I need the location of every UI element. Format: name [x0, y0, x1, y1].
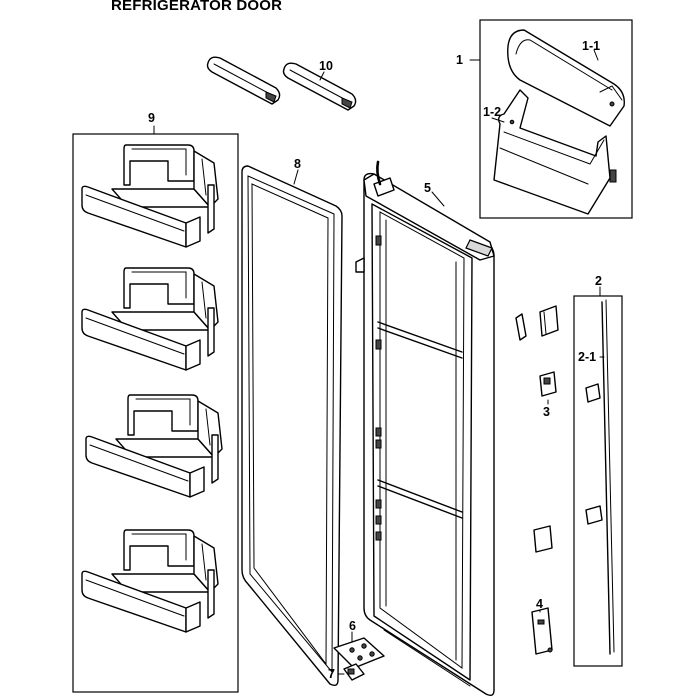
- door-bin-1: [81, 144, 219, 248]
- callout-4: 4: [536, 597, 543, 611]
- hinge-cap: [343, 663, 365, 681]
- callout-10: 10: [319, 59, 333, 73]
- callout-3: 3: [543, 405, 550, 419]
- callout-2: 2: [595, 274, 602, 288]
- bin-cover-right: [282, 62, 357, 111]
- door-strip: [601, 299, 615, 655]
- callout-5: 5: [424, 181, 431, 195]
- callout-6: 6: [349, 619, 356, 633]
- leader-5: [431, 191, 445, 207]
- diagram-title: REFRIGERATOR DOOR: [111, 0, 283, 14]
- group-box-1: [479, 19, 633, 219]
- door-assembly: [355, 160, 495, 697]
- callout-1-1: 1-1: [582, 39, 600, 53]
- door-clip-lower: [533, 525, 553, 553]
- bin-cover-left: [206, 56, 281, 105]
- leader-1-1: [593, 49, 599, 61]
- door-clip-3: [539, 371, 557, 397]
- leader-1-2: [491, 117, 505, 123]
- callout-9: 9: [148, 111, 155, 125]
- leader-8: [293, 169, 299, 185]
- dairy-cover: [507, 29, 625, 127]
- door-switch-4: [531, 607, 553, 655]
- door-bin-4: [81, 529, 219, 633]
- lower-hinge-plate: [333, 637, 385, 669]
- callout-8: 8: [294, 157, 301, 171]
- group-box-9: [72, 133, 239, 693]
- strip-clip-lower: [585, 505, 603, 525]
- callout-7: 7: [328, 667, 335, 681]
- leader-10: [319, 71, 325, 81]
- door-clip-top: [515, 305, 559, 341]
- callout-2-1: 2-1: [578, 350, 596, 364]
- strip-clip-upper: [585, 383, 601, 403]
- group-box-2: [573, 295, 623, 667]
- callout-1: 1: [456, 53, 463, 67]
- door-gasket: [241, 165, 343, 687]
- callout-1-2: 1-2: [483, 105, 501, 119]
- door-bin-3: [85, 394, 223, 498]
- door-bin-2: [81, 267, 219, 371]
